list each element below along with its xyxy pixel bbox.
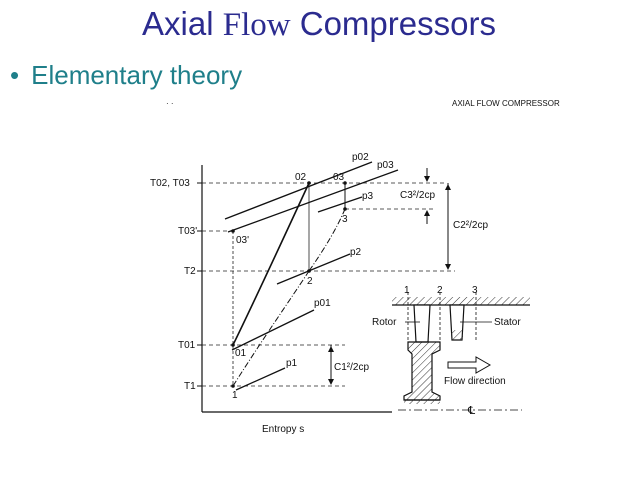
stator-label: Stator [494, 317, 521, 328]
label-t01: T01 [178, 340, 196, 351]
flow-direction-arrow-icon [447, 356, 492, 374]
rotor-blade [413, 304, 431, 343]
isobar-p03 [227, 169, 399, 233]
pressure-label-p3: p3 [362, 191, 374, 202]
y-ticks [197, 182, 202, 387]
centerline-symbol: ℄ [467, 405, 475, 417]
point-label-01: 01 [235, 348, 247, 359]
velocity-head-c1: C1²/2cp [334, 362, 369, 373]
curve-01-02 [232, 182, 310, 346]
velocity-head-c3: C3²/2cp [400, 190, 435, 201]
bullet-text: Elementary theory [31, 60, 243, 90]
label-t1: T1 [184, 381, 196, 392]
state-points [231, 181, 347, 388]
pressure-label-p02: p02 [352, 152, 369, 163]
isobar-p01 [231, 309, 315, 351]
rotor-label: Rotor [372, 317, 397, 328]
isobar-p3 [317, 196, 363, 213]
isobar-p02 [224, 161, 373, 220]
slide-title: Axial Flow Compressors [0, 4, 638, 45]
label-t2: T2 [184, 266, 196, 277]
station-1: 1 [404, 285, 410, 296]
x-axis-label: Entropy s [262, 424, 304, 435]
bullet-dot: • [10, 60, 20, 90]
isobar-p1 [235, 367, 286, 391]
isobar-p2 [276, 253, 351, 285]
station-lines [407, 292, 477, 340]
curve-2-3 [308, 208, 346, 272]
isobars [224, 161, 399, 391]
pressure-label-p1: p1 [286, 358, 298, 369]
point-label-1: 1 [232, 390, 238, 401]
pressure-label-p01: p01 [314, 298, 331, 309]
station-2: 2 [437, 285, 443, 296]
header-left-mark: · · [166, 99, 174, 108]
stage-schematic: 1 2 3 Rotor Stator Flow direction ℄ [372, 285, 530, 417]
pressure-label-p2: p2 [350, 247, 362, 258]
point-label-2: 2 [307, 276, 313, 287]
label-t02-t03: T02, T03 [150, 178, 190, 189]
bullet-item: • Elementary theory [10, 58, 242, 92]
vertical-guides [232, 183, 346, 386]
casing-hatch [392, 297, 530, 305]
stator-shroud [451, 330, 463, 340]
label-t03p: T03' [178, 226, 197, 237]
header-right-text: AXIAL FLOW COMPRESSOR [452, 99, 560, 108]
point-label-03p: 03' [236, 235, 249, 246]
station-3: 3 [472, 285, 478, 296]
pressure-label-p03: p03 [377, 160, 394, 171]
flow-direction-label: Flow direction [444, 376, 506, 387]
title-word-compressors: Compressors [299, 5, 496, 42]
velocity-head-c2: C2²/2cp [453, 220, 488, 231]
curve-1-2 [232, 270, 310, 387]
title-word-flow: Flow [222, 7, 291, 43]
point-label-02: 02 [295, 172, 307, 183]
title-word-axial: Axial [142, 5, 214, 42]
point-label-03: 03 [333, 172, 345, 183]
dimension-arrows [328, 168, 451, 385]
point-label-3: 3 [342, 214, 348, 225]
rotor-disc [403, 341, 441, 401]
